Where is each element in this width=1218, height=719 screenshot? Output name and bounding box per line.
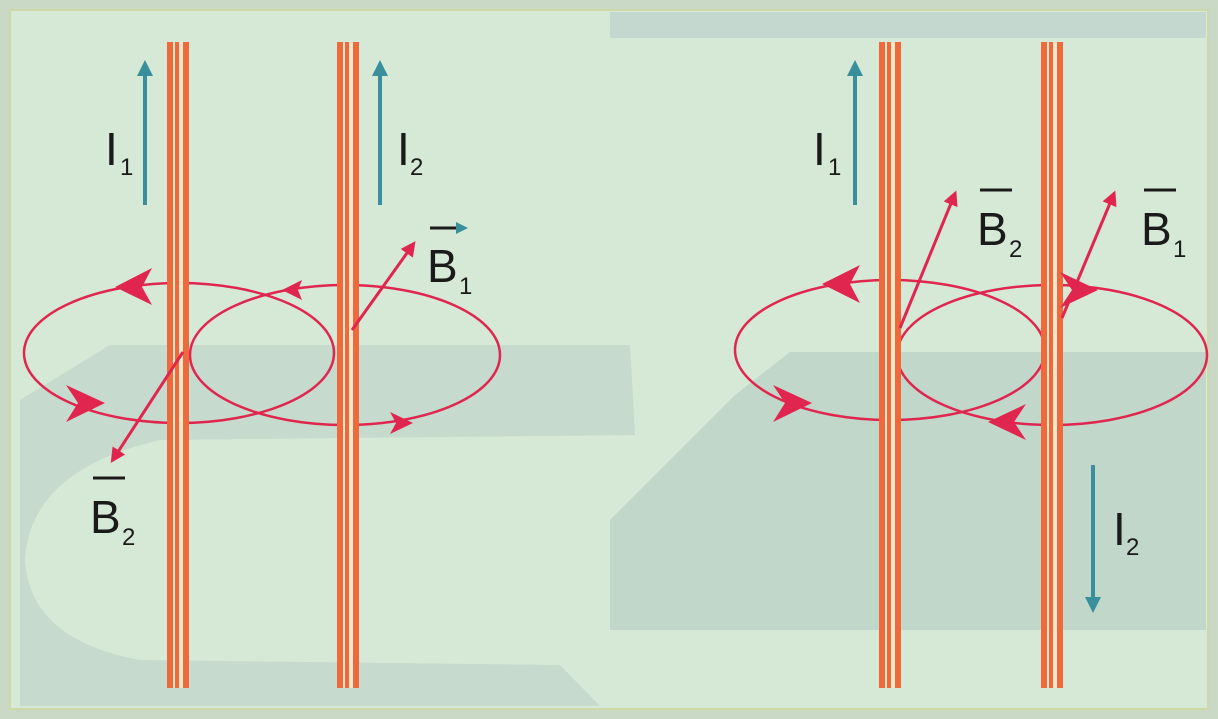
field-vector-b1 [350, 241, 416, 331]
svg-text:B2: B2 [90, 491, 135, 551]
wire-1 [879, 42, 901, 688]
loop-arrowhead [282, 280, 302, 300]
current-label-i2: I2 [1113, 503, 1139, 561]
wire-2 [1041, 42, 1063, 688]
svg-text:B2: B2 [977, 203, 1022, 263]
current-label-i1: I1 [813, 123, 841, 181]
svg-text:B1: B1 [427, 240, 472, 300]
loop-arrowhead [390, 412, 413, 434]
field-vector-b1 [1060, 190, 1117, 319]
field-vector-b2 [898, 190, 958, 329]
wire-1 [167, 42, 189, 688]
loop-arrowhead [988, 404, 1026, 440]
current-label-i1: I1 [105, 123, 133, 181]
loop-arrowhead [773, 385, 812, 422]
loop-arrowhead [66, 385, 105, 422]
field-label-b2: B2 [977, 188, 1022, 263]
loop-arrowhead [822, 265, 860, 303]
svg-text:B1: B1 [1141, 203, 1186, 263]
panel-antiparallel-currents: I1 I2 B2 B1 [733, 42, 1209, 688]
field-vector-b2 [110, 351, 185, 464]
panel-parallel-currents: I1 I2 B1 B2 [22, 42, 502, 688]
field-label-b1: B1 [427, 222, 472, 300]
wire-2 [337, 42, 359, 688]
field-label-b1: B1 [1141, 188, 1186, 263]
field-label-b2: B2 [90, 476, 135, 551]
current-label-i2: I2 [397, 123, 423, 181]
loop-arrowhead [115, 268, 152, 305]
top-shade [610, 12, 1206, 38]
